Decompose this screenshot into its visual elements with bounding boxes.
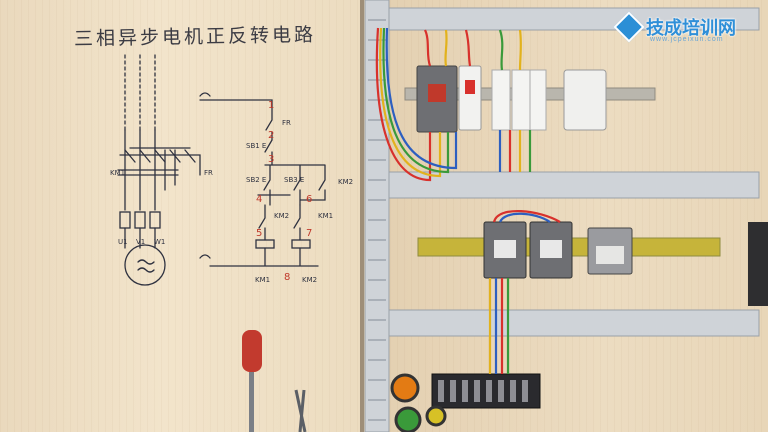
push-button-orange [390,373,420,403]
horizontal-duct-top [388,171,760,199]
fuse-holder-1 [491,69,511,131]
node-1: 1 [268,100,274,111]
push-button-yellow [425,405,447,427]
label-sb1: SB1 E [246,142,266,150]
label-motor-u: U1 [118,238,128,246]
node-7: 7 [306,228,312,239]
push-button-green [394,406,422,432]
node-3: 3 [268,154,274,165]
node-2: 2 [268,130,274,141]
whiteboard-panel [0,0,362,432]
label-motor-w: W1 [154,238,165,246]
pliers [294,389,307,432]
label-km2-coil: KM2 [302,276,317,284]
label-motor-v: V1 [136,238,145,246]
fuse-holder-2 [511,69,531,131]
fuse-holder-3 [529,69,547,131]
cabinet-side-bracket [748,222,768,306]
panel-seam [360,0,364,432]
label-sb2: SB2 E [246,176,266,184]
label-km1-coil: KM1 [255,276,270,284]
label-km2-contact: KM2 [274,212,289,220]
node-8: 8 [284,272,290,283]
top-edge-duct [388,7,760,31]
node-6: 6 [306,194,312,205]
circuit-breaker [458,65,482,131]
brand-watermark: 技成培训网 [613,11,736,43]
label-sb3: SB3 E [284,176,304,184]
brand-logo-icon [613,11,645,43]
brand-url: www.jcpeixun.com [650,36,724,43]
label-fr: FR [282,119,291,127]
screwdriver-shaft [249,372,254,432]
label-km1-contact: KM1 [318,212,333,220]
label-fr-main: FR [204,169,213,177]
node-4: 4 [256,194,262,205]
node-5: 5 [256,228,262,239]
horizontal-duct-middle [388,309,760,337]
label-km2-aux: KM2 [338,178,353,186]
brand-name: 技成培训网 [646,18,736,39]
circuit-diagram: 1 2 3 4 5 6 7 8 FR SB1 E SB2 E SB3 E KM2… [110,54,353,286]
socket-outlet [563,69,607,131]
screwdriver-handle [242,330,262,372]
label-km1-main: KM1 [110,169,125,177]
